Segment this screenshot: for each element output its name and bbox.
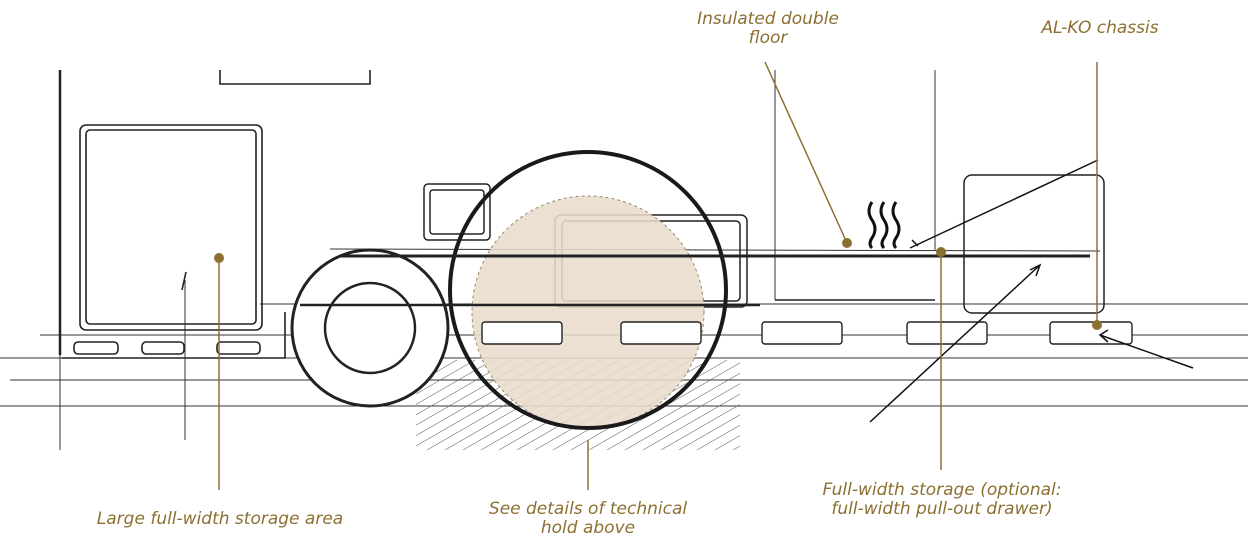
- leader-lines: [218, 61, 1098, 490]
- technical-hold-line1: See details of technical: [488, 499, 688, 519]
- sketch-arrows: [869, 159, 1194, 423]
- alko-chassis-marker: [1092, 320, 1102, 330]
- heat-waves-icon: [867, 201, 901, 250]
- technical-hold-line2: hold above: [540, 518, 636, 538]
- alko-chassis-callout: AL-KO chassis: [990, 19, 1210, 38]
- insulated-floor-line1: Insulated double: [697, 9, 839, 29]
- storage-body: [58, 70, 371, 359]
- technical-hold-highlight: [471, 195, 705, 429]
- large-wheel: [448, 150, 728, 430]
- full-width-storage-line2: full-width pull-out drawer): [831, 499, 1053, 519]
- storage-area-marker: [214, 253, 224, 263]
- full-width-storage-line1: Full-width storage (optional:: [822, 480, 1062, 500]
- small-wheel: [290, 248, 450, 408]
- alko-chassis-line1: AL-KO chassis: [1041, 18, 1159, 38]
- full-width-storage-callout: Full-width storage (optional: full-width…: [782, 481, 1102, 519]
- technical-hold-callout: See details of technical hold above: [458, 500, 718, 538]
- callout-markers: [214, 238, 1102, 330]
- storage-area-line1: Large full-width storage area: [96, 509, 344, 529]
- insulated-floor-line2: floor: [748, 28, 788, 48]
- storage-slots: [481, 321, 1133, 345]
- storage-area-callout: Large full-width storage area: [60, 510, 380, 529]
- full-width-storage-marker: [936, 247, 946, 257]
- insulated-floor-marker: [842, 238, 852, 248]
- floor-beam: [300, 254, 1090, 307]
- insulated-floor-callout: Insulated double floor: [648, 10, 888, 48]
